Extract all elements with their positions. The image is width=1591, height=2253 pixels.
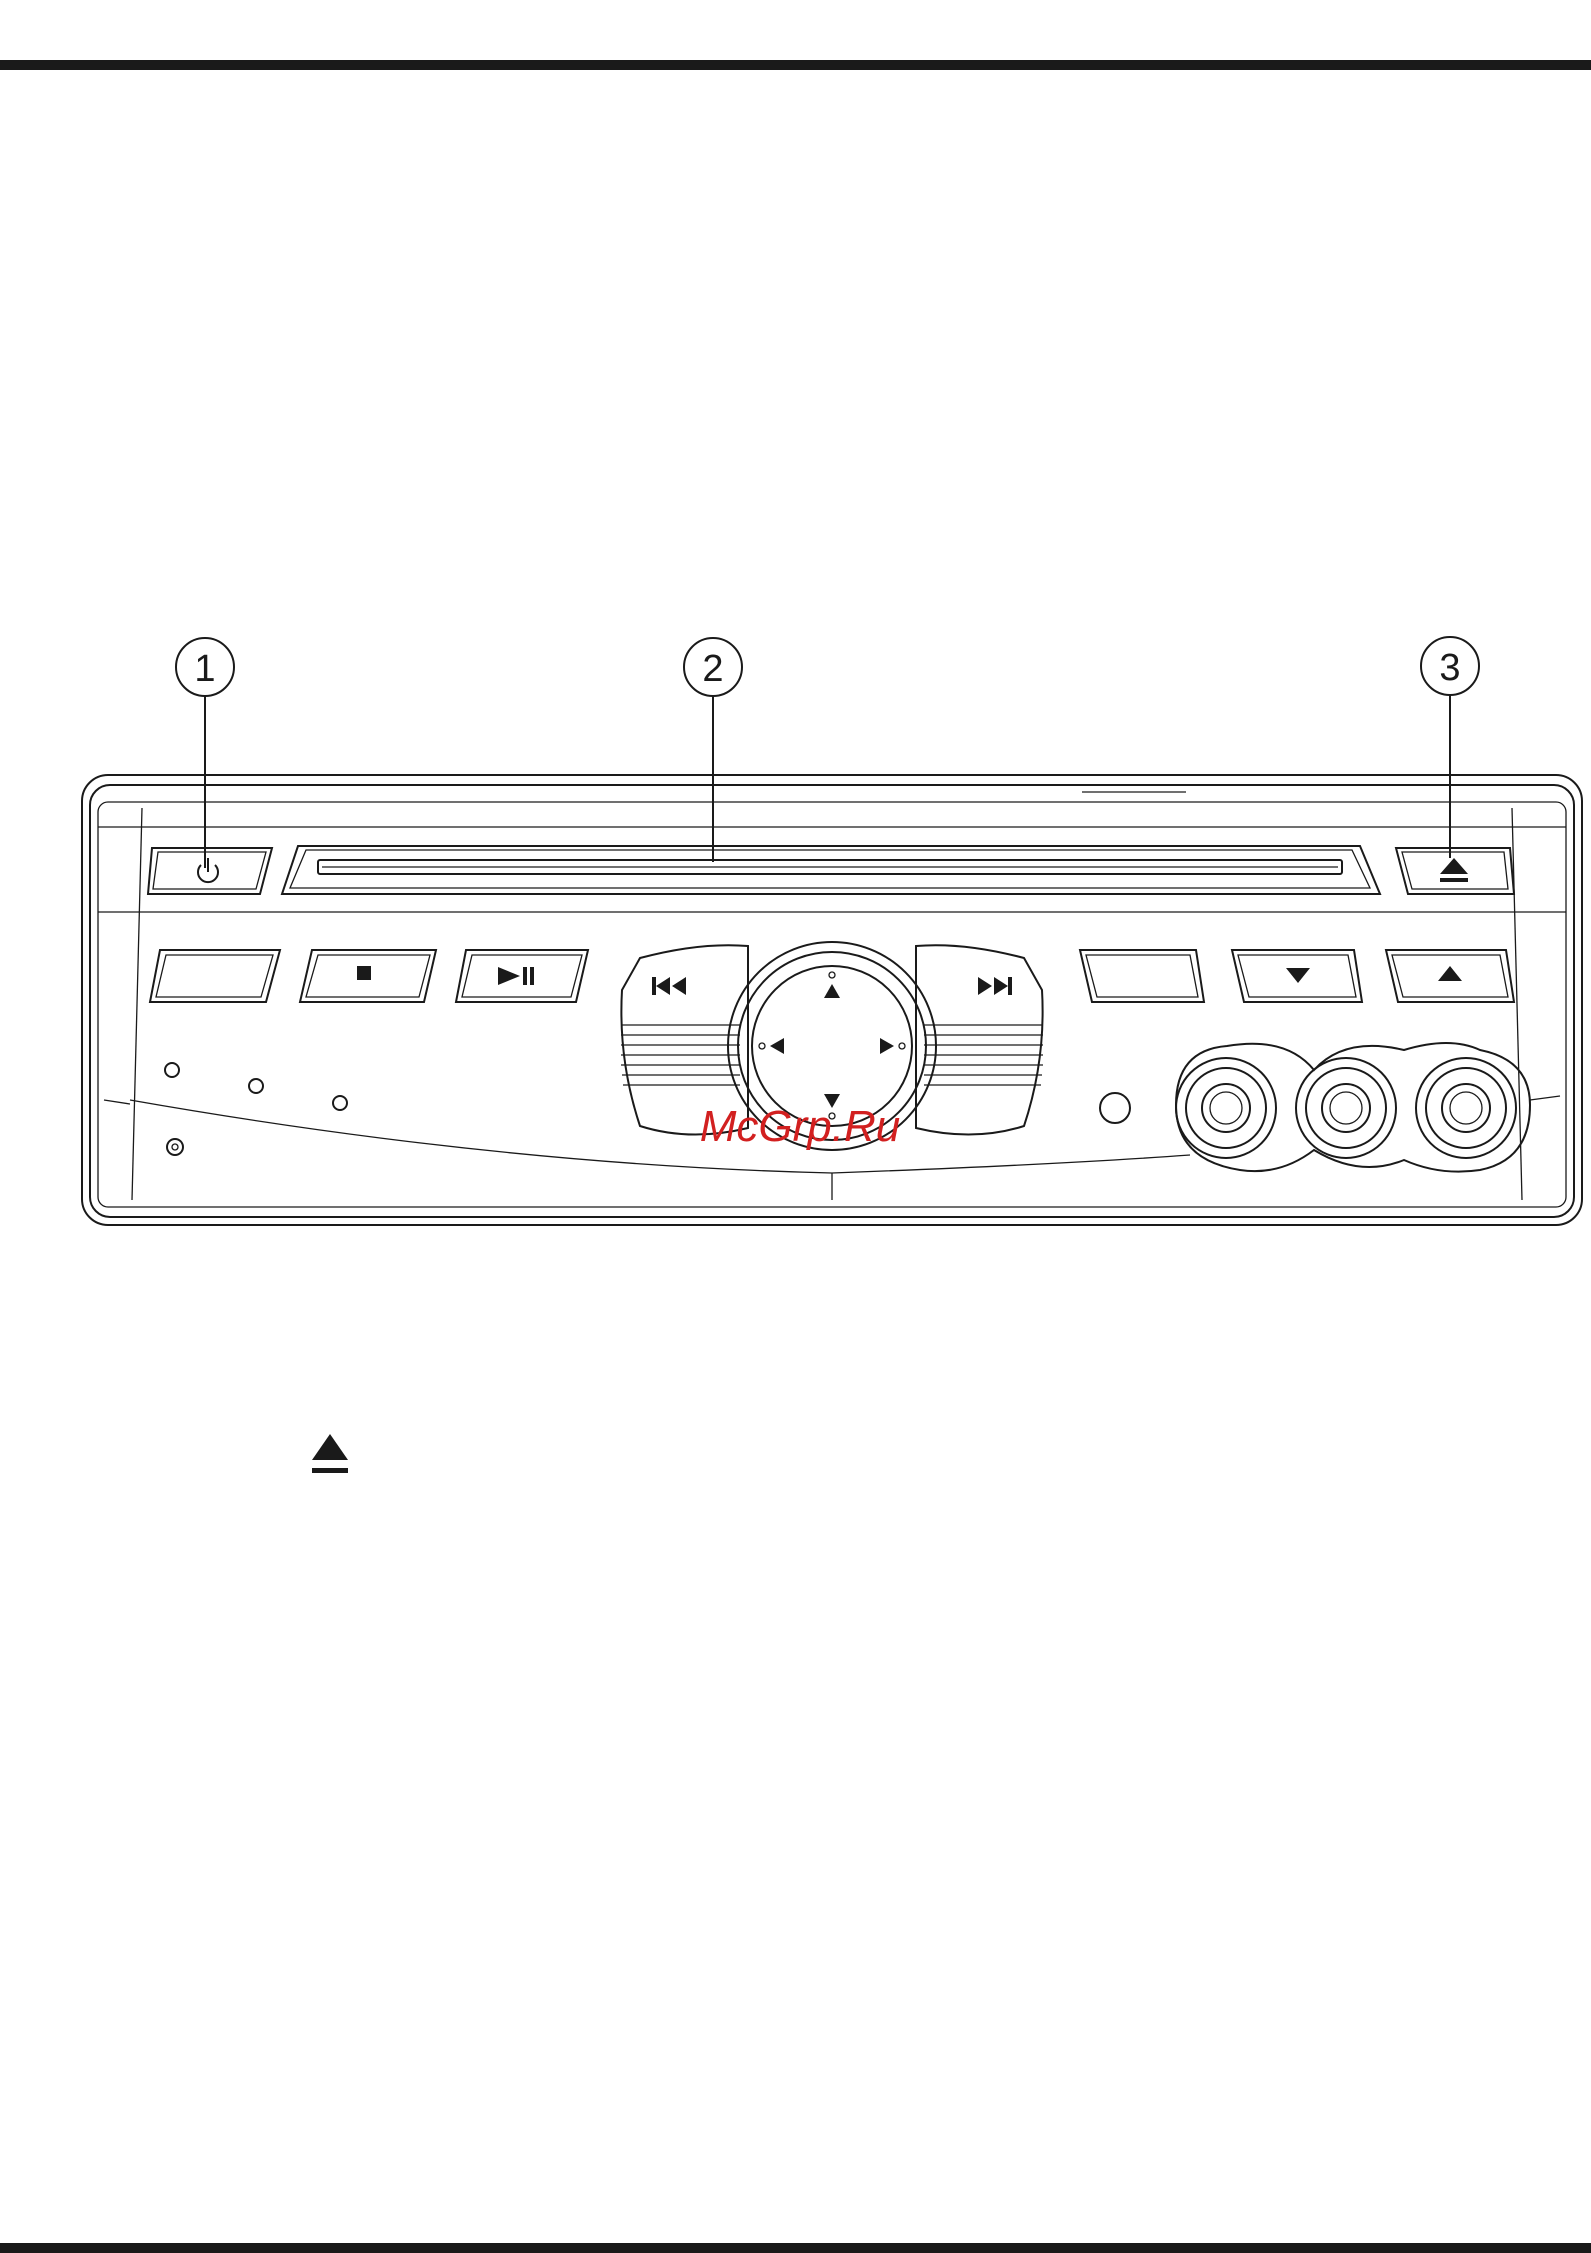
indicator-hole-2 [249,1079,263,1093]
play-pause-icon [498,967,534,985]
down-button[interactable] [1232,950,1362,1002]
reset-button[interactable] [167,1139,183,1155]
dpad-up[interactable] [824,972,840,998]
up-button[interactable] [1386,950,1514,1002]
disc-slot [282,846,1380,894]
ir-sensor [1100,1093,1130,1123]
menu-button[interactable] [1080,950,1204,1002]
watermark: McGrp.Ru [700,1102,900,1151]
skip-next-icon [978,977,1012,995]
power-button[interactable] [148,848,272,894]
next-button[interactable] [978,977,1012,995]
dpad-left[interactable] [759,1038,784,1054]
av-jack-2[interactable] [1296,1058,1396,1158]
previous-button[interactable] [652,977,686,995]
callout-2-label: 2 [702,648,723,690]
arrow-left-icon [770,1038,784,1054]
dpad-right[interactable] [880,1038,905,1054]
stop-button[interactable] [300,950,436,1002]
indicator-hole-3 [333,1096,347,1110]
play-pause-button[interactable] [456,950,588,1002]
av-jack-1[interactable] [1176,1058,1276,1158]
arrow-right-icon [880,1038,894,1054]
eject-icon [312,1434,348,1473]
indicator-hole-1 [165,1063,179,1077]
stop-icon [357,966,371,980]
callout-3-label: 3 [1439,647,1460,689]
arrow-down-icon [1286,968,1310,983]
eject-icon [1440,858,1468,882]
callout-3: 3 [1421,637,1479,858]
av-jack-3[interactable] [1416,1058,1516,1158]
callout-2: 2 [684,638,742,862]
arrow-up-icon [824,984,840,998]
power-icon [198,858,218,882]
callout-1-label: 1 [194,648,215,690]
callout-1: 1 [176,638,234,868]
skip-previous-icon [652,977,686,995]
av-jack-cluster [1176,1043,1530,1172]
mode-button[interactable] [150,950,280,1002]
knob-ridges-right [924,1025,1043,1085]
knob-ridges-left [621,1025,740,1085]
arrow-up-icon [1438,966,1462,981]
eject-button[interactable] [1396,848,1514,894]
